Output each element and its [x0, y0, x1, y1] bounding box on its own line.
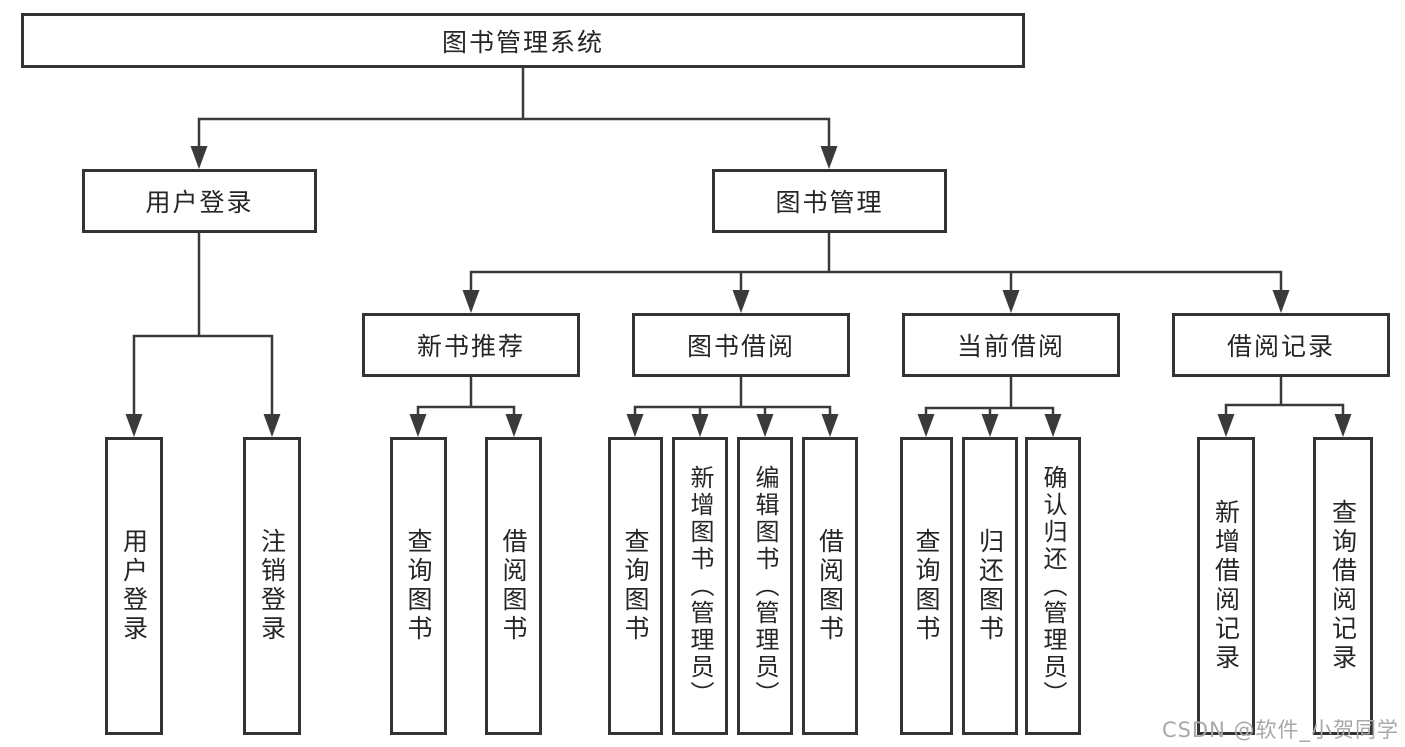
node-label: 借阅记录	[1226, 332, 1335, 361]
arrowhead	[409, 414, 427, 437]
leaf-query-books-3: 查询图书	[900, 437, 953, 735]
leaf-logout: 注销登录	[243, 437, 301, 735]
node-root-library-management-system: 图书管理系统	[21, 13, 1025, 68]
arrowhead	[125, 414, 143, 437]
node-book-management: 图书管理	[712, 169, 947, 233]
leaf-label: 编辑图书（管理员）	[751, 464, 779, 708]
leaf-query-borrow-record: 查询借阅记录	[1313, 437, 1373, 735]
node-book-borrowing: 图书借阅	[632, 313, 850, 377]
leaf-label: 查询图书	[621, 528, 650, 644]
leaf-label: 查询图书	[404, 528, 433, 644]
leaf-query-books-2: 查询图书	[608, 437, 663, 735]
node-user-login: 用户登录	[82, 169, 317, 233]
arrowhead	[626, 414, 644, 437]
node-label: 图书借阅	[686, 332, 795, 361]
arrowhead	[1217, 414, 1235, 437]
leaf-label: 新增借阅记录	[1211, 499, 1241, 673]
node-new-book-recommendation: 新书推荐	[362, 313, 580, 377]
leaf-query-books-1: 查询图书	[390, 437, 447, 735]
arrowhead	[190, 146, 208, 169]
arrowhead	[1334, 414, 1352, 437]
node-label: 图书管理系统	[441, 27, 604, 57]
arrowhead	[691, 414, 709, 437]
leaf-edit-books-admin: 编辑图书（管理员）	[737, 437, 793, 735]
arrowhead	[820, 146, 838, 169]
leaf-return-books: 归还图书	[962, 437, 1018, 735]
arrowhead	[1002, 290, 1020, 313]
leaf-label: 借阅图书	[499, 528, 528, 644]
leaf-add-books-admin: 新增图书（管理员）	[672, 437, 728, 735]
leaf-user-login: 用户登录	[105, 437, 163, 735]
arrowhead	[462, 290, 480, 313]
arrowhead	[981, 414, 999, 437]
leaf-label: 查询借阅记录	[1328, 499, 1358, 673]
node-label: 图书管理	[775, 188, 884, 217]
node-label: 新书推荐	[416, 332, 525, 361]
arrowhead	[263, 414, 281, 437]
leaf-label: 用户登录	[119, 528, 149, 644]
arrowhead	[756, 414, 774, 437]
leaf-label: 确认归还（管理员）	[1039, 464, 1067, 708]
leaf-add-borrow-record: 新增借阅记录	[1197, 437, 1255, 735]
connector-root-to-level2	[197, 68, 831, 164]
leaf-borrow-books-2: 借阅图书	[802, 437, 858, 735]
node-current-borrowing: 当前借阅	[902, 313, 1120, 377]
leaf-label: 注销登录	[257, 528, 287, 644]
arrowhead	[917, 414, 935, 437]
watermark: CSDN @软件_小贺同学	[1161, 718, 1399, 742]
connector-records-children	[1224, 377, 1345, 432]
connector-recommend-children	[416, 377, 516, 432]
connector-current-children	[924, 377, 1055, 432]
leaf-label: 查询图书	[912, 528, 941, 644]
node-label: 当前借阅	[956, 332, 1065, 361]
arrowhead	[1044, 414, 1062, 437]
connector-user-login-children	[132, 233, 274, 432]
leaf-confirm-return-admin: 确认归还（管理员）	[1025, 437, 1081, 735]
connector-book-mgmt-to-level3	[469, 233, 1283, 308]
leaf-label: 归还图书	[975, 528, 1005, 644]
connector-borrowing-children	[633, 377, 832, 432]
node-label: 用户登录	[145, 188, 254, 217]
arrowhead	[1272, 290, 1290, 313]
arrowhead	[505, 414, 523, 437]
leaf-label: 新增图书（管理员）	[686, 464, 714, 708]
leaf-label: 借阅图书	[815, 528, 845, 644]
node-borrowing-records: 借阅记录	[1172, 313, 1390, 377]
leaf-borrow-books-1: 借阅图书	[485, 437, 542, 735]
arrowhead	[821, 414, 839, 437]
arrowhead	[732, 290, 750, 313]
